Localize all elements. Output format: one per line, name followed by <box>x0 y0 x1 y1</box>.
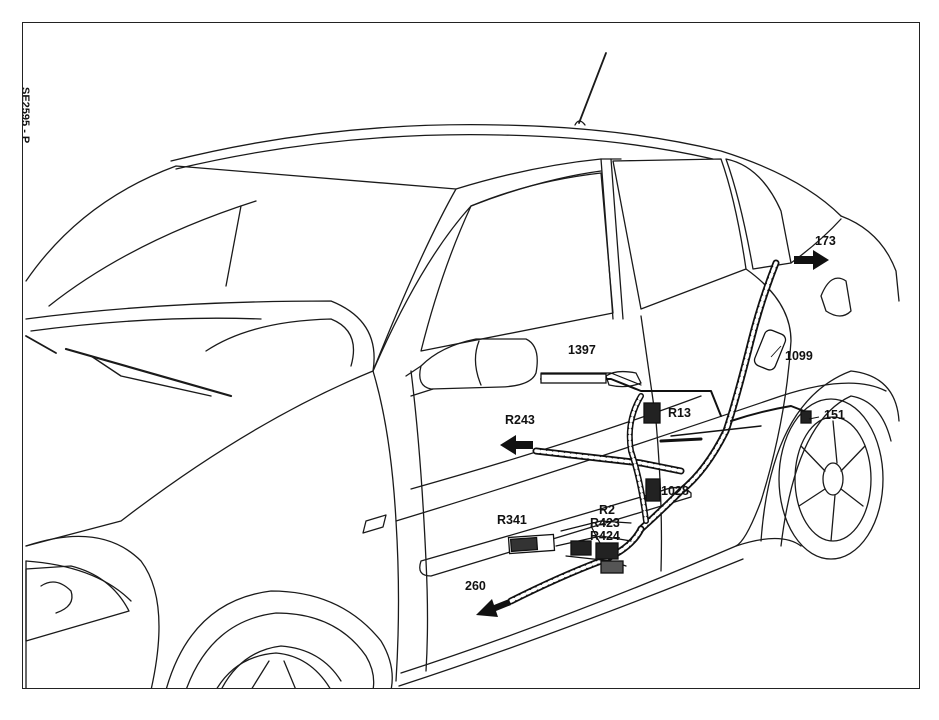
front-wheel-arch <box>165 590 393 688</box>
front-door-window <box>420 172 614 352</box>
front-fender <box>25 535 160 688</box>
side-molding <box>419 486 692 577</box>
component-1099 <box>753 329 787 371</box>
connector-R424 <box>600 560 624 574</box>
callout-R341: R341 <box>497 513 527 527</box>
connector-R13 <box>643 402 661 424</box>
drawing-frame: SE2595 - P 173 1397 1099 R243 R13 151 10… <box>22 22 920 689</box>
callout-1397: 1397 <box>568 343 596 357</box>
door-handle <box>605 370 642 388</box>
arrow-173 <box>794 250 829 270</box>
rear-wheel-arch <box>760 370 900 542</box>
drawing-reference: SE2595 - P <box>22 87 31 143</box>
connector-1028 <box>645 478 661 502</box>
roof-line <box>170 123 842 217</box>
callout-1099: 1099 <box>785 349 813 363</box>
front-wheel-rim <box>216 652 331 688</box>
antenna <box>578 52 607 124</box>
hood <box>25 300 375 547</box>
door-mirror <box>419 338 538 390</box>
callout-R243: R243 <box>505 413 535 427</box>
front-door <box>410 370 429 672</box>
callout-1028: 1028 <box>661 484 689 498</box>
harness-151 <box>730 405 810 422</box>
callout-151: 151 <box>824 408 845 422</box>
callout-R423: R423 <box>590 516 620 530</box>
car-wiring-illustration <box>25 52 900 688</box>
rocker-sill <box>400 537 802 674</box>
direction-arrows <box>476 250 829 617</box>
callout-173: 173 <box>815 234 836 248</box>
connector-R423 <box>595 542 619 560</box>
arrow-260 <box>476 599 511 617</box>
callout-R13: R13 <box>668 406 691 420</box>
connector-R2 <box>570 540 592 556</box>
callout-R424: R424 <box>590 529 620 543</box>
connector-151 <box>800 410 812 424</box>
rear-quarter <box>840 215 900 302</box>
headlight <box>25 565 130 642</box>
connector-1397 <box>540 373 607 384</box>
windshield <box>25 165 457 372</box>
fuel-flap <box>820 277 852 317</box>
body-side-line <box>372 370 400 682</box>
callout-260: 260 <box>465 579 486 593</box>
rear-door-window <box>612 158 747 310</box>
rear-wheel-tire <box>778 398 884 560</box>
arrow-R243 <box>500 435 533 455</box>
callout-R2: R2 <box>599 503 615 517</box>
